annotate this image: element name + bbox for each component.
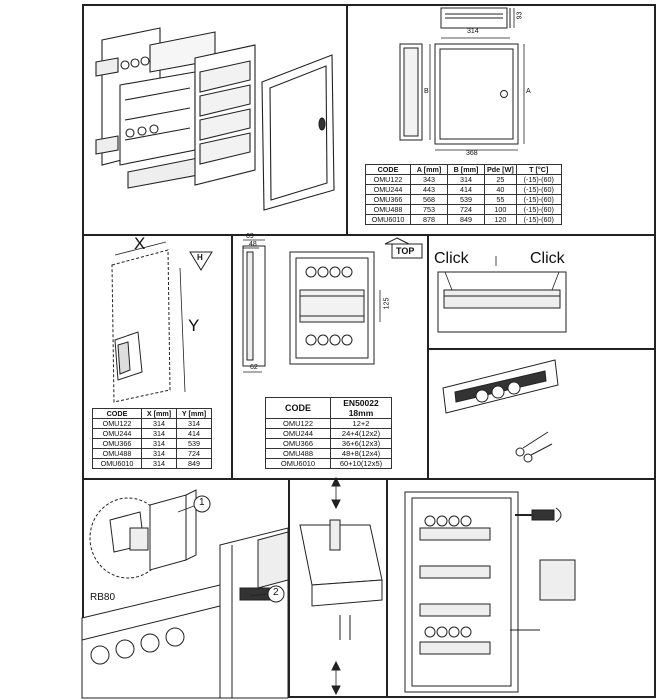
divider-mid-vertical-2 <box>427 234 429 479</box>
divider-bottom-vertical-2 <box>386 478 388 698</box>
table-cell: 849 <box>447 214 485 225</box>
click-label-right: Click <box>530 250 565 267</box>
table-cell: 849 <box>176 458 212 469</box>
divider-bottom-vertical-1 <box>288 478 290 698</box>
dim-height-a: A <box>526 88 531 95</box>
en50022-label: EN50022 <box>343 398 379 408</box>
table-cell: 60+10(12x5) <box>330 458 392 469</box>
divider-top-vertical <box>346 4 348 235</box>
x-label: X <box>134 234 146 253</box>
dim-69: 69 <box>246 233 254 240</box>
table-header-row: CODE A [mm] B [mm] Pde [W] T [°C] <box>365 164 562 175</box>
divider-top <box>82 234 656 236</box>
table-cell: (-15)-(60) <box>515 214 562 225</box>
dimensions-table: CODE A [mm] B [mm] Pde [W] T [°C] OMU122… <box>365 164 562 225</box>
y-label: Y <box>188 316 200 335</box>
callout-2: 2 <box>273 587 279 598</box>
click-label-left: Click <box>434 250 469 267</box>
h-symbol-label: H <box>197 253 203 262</box>
rail-width-label: 18mm <box>348 408 374 418</box>
callout-1: 1 <box>199 497 205 508</box>
rb80-label: RB80 <box>90 592 116 603</box>
divider-middle <box>82 478 656 480</box>
dim-width-bottom: 368 <box>466 150 478 157</box>
divider-mid-right <box>427 348 656 350</box>
dim-62: 62 <box>250 364 258 371</box>
divider-mid-vertical-1 <box>231 234 233 479</box>
sheet-frame <box>82 4 656 698</box>
dim-height-b: B <box>424 88 429 95</box>
dim-48: 48 <box>249 241 257 248</box>
dim-width-top: 314 <box>467 28 479 35</box>
top-badge: TOP <box>396 246 415 256</box>
